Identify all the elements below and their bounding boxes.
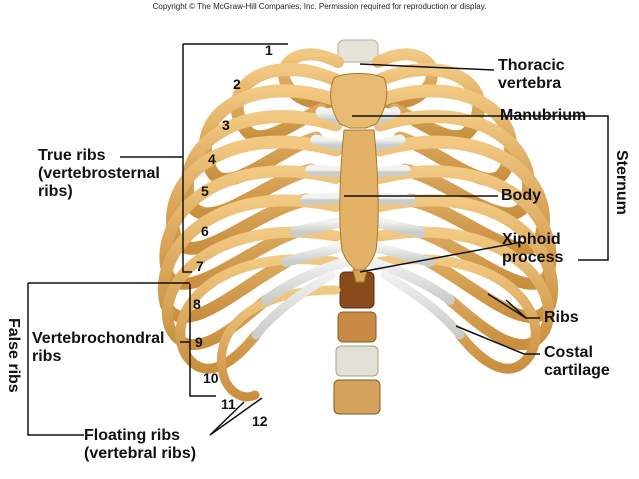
- ribs-left: [157, 48, 362, 402]
- costal-cartilage-line2: cartilage: [544, 362, 610, 379]
- leader-lines: [27, 43, 609, 436]
- xiphoid-label: Xiphoid process: [502, 231, 563, 267]
- rib-number-8: 8: [193, 296, 201, 312]
- rib-number-4: 4: [208, 151, 216, 167]
- vertebrochondral-label: Vertebrochondral ribs: [32, 330, 164, 366]
- thoracic-vertebra-line2: vertebra: [498, 75, 562, 92]
- rib-number-3: 3: [222, 117, 230, 133]
- sternum: [330, 73, 388, 283]
- xiphoid-line2: process: [502, 249, 564, 266]
- vertebrochondral-line2: ribs: [32, 348, 62, 365]
- ribs-right: [354, 48, 559, 374]
- true-ribs-line3: ribs): [38, 183, 73, 200]
- rib-number-10: 10: [203, 370, 219, 386]
- true-ribs-label: True ribs (vertebrosternal ribs): [38, 147, 160, 201]
- thoracic-vertebra-line1: Thoracic: [498, 57, 565, 74]
- rib-number-2: 2: [233, 76, 241, 92]
- rib-number-5: 5: [201, 183, 209, 199]
- xiphoid-line1: Xiphoid: [502, 231, 561, 248]
- rib-number-6: 6: [201, 223, 209, 239]
- rib-number-1: 1: [265, 42, 273, 58]
- body-label: Body: [501, 187, 541, 204]
- sternum-label: Sternum: [613, 150, 630, 215]
- true-ribs-line1: True ribs: [38, 147, 106, 164]
- rib-number-12: 12: [252, 413, 268, 429]
- ribs-label: Ribs: [544, 309, 579, 326]
- false-ribs-label: False ribs: [5, 318, 22, 393]
- costal-cartilage-label: Costal cartilage: [544, 344, 610, 380]
- rib-number-11: 11: [221, 396, 236, 412]
- floating-ribs-label: Floating ribs (vertebral ribs): [84, 427, 196, 463]
- floating-ribs-line2: (vertebral ribs): [84, 445, 197, 462]
- manubrium-label: Manubrium: [500, 107, 587, 124]
- rib-number-7: 7: [196, 258, 204, 274]
- true-ribs-line2: (vertebrosternal: [38, 165, 160, 182]
- rib-number-9: 9: [195, 334, 203, 350]
- copyright-notice: Copyright © The McGraw-Hill Companies, I…: [152, 2, 487, 11]
- vertebrochondral-line1: Vertebrochondral: [32, 330, 165, 347]
- costal-cartilage-line1: Costal: [544, 344, 593, 361]
- floating-ribs-line1: Floating ribs: [84, 427, 180, 444]
- costal-cartilages: [251, 91, 465, 340]
- thoracic-vertebra-label: Thoracic vertebra: [498, 57, 565, 93]
